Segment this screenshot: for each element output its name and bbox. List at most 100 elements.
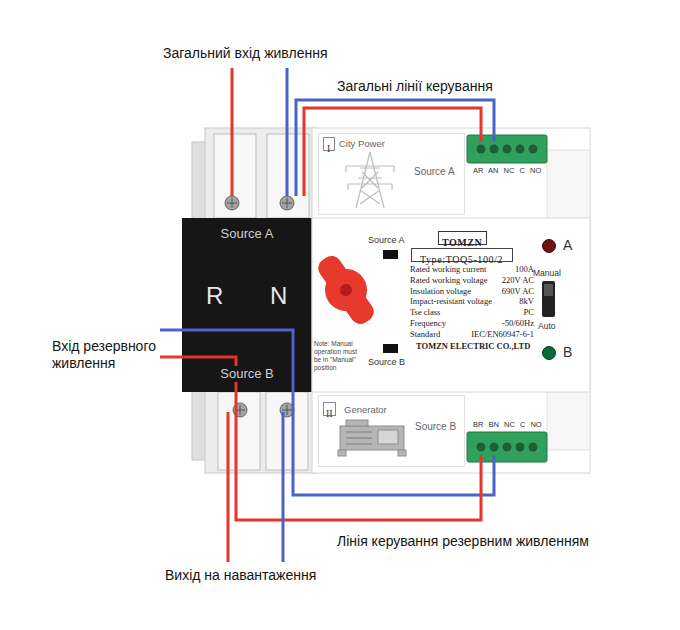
node-text: Source A: [221, 226, 274, 242]
terminal-block: [529, 145, 538, 154]
node-text: Generator: [344, 404, 387, 415]
generator-icon: [346, 420, 368, 426]
node-text: Source A: [368, 235, 405, 246]
generator-icon: [346, 432, 372, 444]
transmission-tower-icon: [346, 166, 394, 190]
rotary-handle: [338, 282, 355, 299]
numeral-box: II: [323, 402, 336, 416]
node-text: B: [563, 344, 572, 361]
module-body: [312, 128, 590, 473]
indicator-led: [543, 240, 556, 360]
module-body: [312, 218, 590, 392]
power-wire: [282, 412, 285, 562]
power-wire: [231, 68, 234, 196]
terminal-block: [516, 145, 525, 154]
breaker-housing: [266, 392, 308, 470]
generator-icon: [338, 450, 346, 456]
terminal-block: [529, 443, 538, 452]
node-text: Tse class: [410, 307, 440, 317]
power-wire: [227, 412, 230, 562]
breaker-block: Source A R N Source B: [182, 218, 312, 392]
breaker-housing: [214, 134, 256, 218]
power-wire: [304, 108, 481, 196]
node-text: 690V AC: [502, 286, 534, 296]
node-text: A: [563, 237, 572, 254]
terminal-block: [490, 443, 499, 452]
callout-label: Вхід резервного живлення: [52, 338, 182, 372]
terminal-block: [503, 443, 512, 452]
generator-icon: [398, 450, 406, 456]
node-text: TOMZN ELECTRIC CO.,LTD: [416, 341, 530, 351]
transmission-tower-icon: [346, 152, 394, 208]
node-text: 100A: [515, 264, 534, 274]
position-window: [383, 250, 398, 353]
transmission-tower-icon: [346, 152, 394, 208]
node-text: Type:TOQ5-100/2: [420, 254, 503, 266]
node-text: 8kV: [519, 296, 534, 306]
node-text: Source B: [368, 357, 405, 368]
power-wire: [160, 357, 481, 520]
power-wire: [160, 330, 494, 495]
rotary-handle: [314, 252, 377, 328]
indicator-led: [543, 240, 556, 253]
source-panel: GeneratorSource B II: [318, 395, 465, 467]
node-text: 220V AC: [502, 275, 534, 285]
numeral-box: I: [323, 137, 335, 151]
terminal-block: [490, 145, 499, 154]
callout-label: Лінія керування резервним живленням: [337, 533, 589, 550]
rotary-handle: [317, 261, 375, 319]
node-text: Standard: [410, 329, 440, 339]
callout-label: BR BN NC C NO: [473, 420, 542, 430]
module-body: [312, 128, 590, 473]
node-text: I: [327, 143, 330, 155]
power-wire: [286, 68, 289, 196]
node-text: N: [270, 282, 287, 311]
node-text: Source A: [414, 166, 455, 178]
node-text: -50/60Hz: [502, 318, 534, 328]
node-text: IEC/EN60947-6-1: [471, 329, 534, 339]
node-text: Rated working voltage: [410, 275, 487, 285]
position-window: [383, 250, 398, 259]
position-window: [383, 344, 398, 353]
mode-slider: [542, 281, 555, 317]
type-box: Type:TOQ5-100/2: [411, 248, 513, 262]
node-text: Rated working current: [410, 264, 486, 274]
callout-label: Вихід на навантаження: [165, 567, 316, 584]
mode-slider: [542, 281, 555, 317]
node-text: Manual: [533, 268, 561, 278]
node-text: Insulation voltage: [410, 286, 471, 296]
node-text: Source B: [217, 366, 276, 382]
node-text: Source B: [415, 421, 456, 433]
front-panel: Source A Source BNote: Manual operation m…: [312, 218, 590, 392]
callout-label: AR AN NC C NO: [473, 166, 541, 176]
terminal-block: [477, 145, 486, 154]
node-text: TOMZN: [442, 237, 482, 249]
terminal-block: [467, 432, 547, 462]
node-text: City Power: [339, 138, 385, 149]
node-text: PC: [524, 307, 534, 317]
breaker-housing: [218, 392, 260, 470]
indicator-led: [543, 347, 556, 360]
node-text: Note: Manual operation must be in "Manua…: [314, 340, 366, 373]
terminal-block: [516, 443, 525, 452]
generator-icon: [338, 420, 406, 456]
mode-slider: [544, 284, 553, 296]
source-panel: City PowerSource A I: [318, 133, 465, 215]
generator-icon: [378, 430, 398, 444]
node-text: Frequency: [410, 318, 446, 328]
rotary-handle: [307, 247, 385, 333]
terminal-block: [467, 135, 547, 163]
node-text: Impact-resistant voltage: [410, 296, 492, 306]
callout-label: Загальні лінії керування: [337, 78, 493, 95]
power-wire: [160, 68, 494, 562]
node-text: Auto: [538, 321, 556, 331]
brand-box: TOMZN: [438, 231, 487, 245]
terminal-block: [503, 145, 512, 154]
callout-label: Загальний вхід живлення: [163, 45, 327, 62]
node-text: II: [326, 408, 333, 420]
terminal-block: [477, 443, 486, 452]
generator-icon: [340, 426, 404, 450]
node-text: R: [206, 282, 223, 311]
